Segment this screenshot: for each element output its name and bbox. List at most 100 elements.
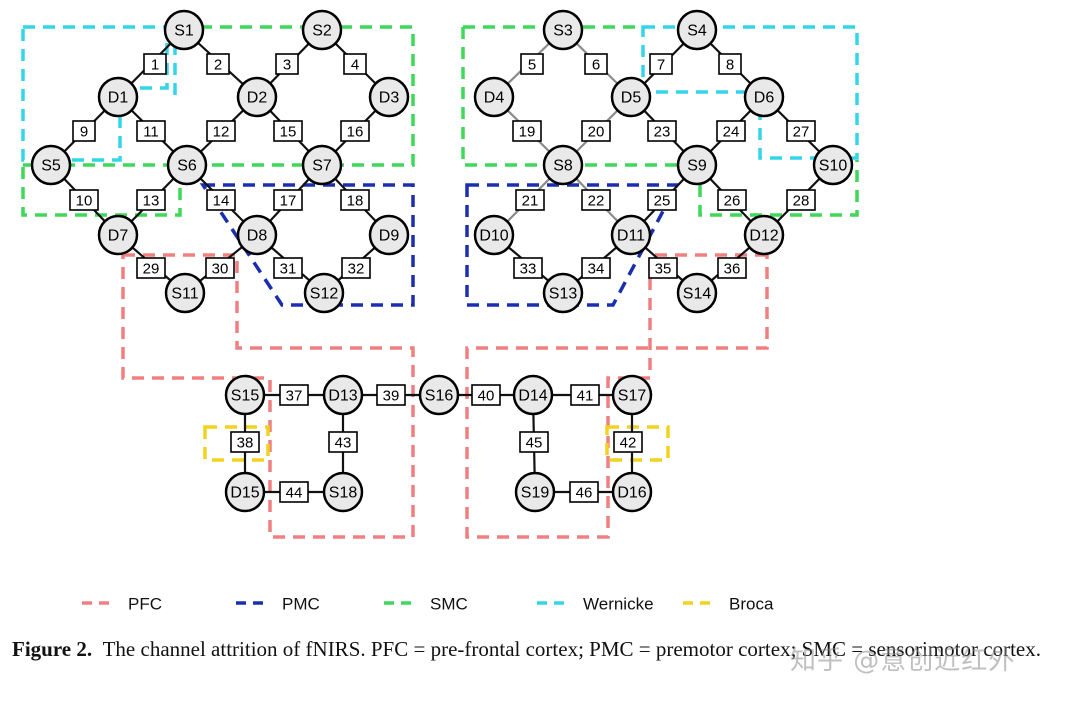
legend-item-wernicke: Wernicke	[537, 595, 654, 614]
channel-20: 20	[581, 120, 611, 142]
node-circle	[611, 471, 653, 513]
node-s6: S6	[166, 144, 208, 186]
node-d3: D3	[368, 76, 410, 118]
channel-42: 42	[613, 431, 643, 453]
node-circle	[676, 144, 718, 186]
node-label: S16	[425, 388, 454, 405]
node-label: S5	[41, 158, 61, 175]
node-circle	[812, 144, 854, 186]
channel-label: 46	[576, 485, 593, 502]
node-s3: S3	[542, 9, 584, 51]
node-s19: S19	[514, 471, 556, 513]
channel-box	[376, 384, 406, 406]
legend-label: PFC	[128, 595, 162, 614]
channel-label: 5	[528, 57, 536, 74]
channel-label: 14	[213, 193, 230, 210]
channel-27: 27	[786, 120, 816, 142]
node-circle	[542, 9, 584, 51]
channel-box	[515, 189, 545, 211]
channel-35: 35	[648, 257, 678, 279]
node-label: D5	[621, 90, 642, 107]
channel-box	[275, 53, 299, 75]
channel-box	[136, 257, 166, 279]
node-d9: D9	[368, 214, 410, 256]
channel-label: 3	[283, 57, 291, 74]
node-d2: D2	[236, 76, 278, 118]
channel-label: 23	[654, 124, 671, 141]
channel-box	[584, 53, 608, 75]
channel-label: 22	[588, 193, 605, 210]
node-label: S8	[553, 158, 573, 175]
node-label: D12	[749, 228, 778, 245]
node-label: S11	[171, 286, 198, 303]
channel-label: 26	[724, 193, 741, 210]
channel-1: 1	[143, 53, 167, 75]
node-circle	[224, 374, 266, 416]
watermark: 知乎 @意创近红外	[790, 646, 1016, 676]
region-smc-outline	[21, 163, 182, 217]
node-circle	[473, 214, 515, 256]
node-circle	[418, 374, 460, 416]
channel-16: 16	[340, 120, 370, 142]
channel-label: 27	[793, 124, 810, 141]
channel-box	[716, 120, 746, 142]
node-circle	[166, 144, 208, 186]
node-circle	[473, 76, 515, 118]
node-s15: S15	[224, 374, 266, 416]
channel-label: 18	[347, 193, 364, 210]
channel-label: 13	[143, 193, 160, 210]
channel-box	[273, 189, 303, 211]
channel-box	[786, 120, 816, 142]
channel-box	[717, 189, 747, 211]
channel-22: 22	[581, 189, 611, 211]
legend-item-pmc: PMC	[236, 595, 320, 614]
channel-box	[613, 431, 643, 453]
channel-25: 25	[647, 189, 677, 211]
node-d15: D15	[224, 471, 266, 513]
channel-label: 40	[478, 388, 495, 405]
node-circle	[542, 144, 584, 186]
node-circle	[301, 144, 343, 186]
node-label: D6	[754, 90, 775, 107]
channel-label: 28	[793, 193, 810, 210]
channel-39: 39	[376, 384, 406, 406]
node-s11: S11	[164, 272, 206, 314]
channel-8: 8	[718, 53, 742, 75]
channel-24: 24	[716, 120, 746, 142]
legend-label: Wernicke	[583, 595, 654, 614]
channel-label: 11	[143, 124, 159, 141]
channel-45: 45	[519, 431, 549, 453]
node-label: D2	[247, 90, 268, 107]
channel-label: 9	[80, 124, 88, 141]
node-s17: S17	[611, 374, 653, 416]
region-broca-outline	[605, 425, 670, 462]
node-label: S17	[618, 388, 647, 405]
channel-43: 43	[328, 431, 358, 453]
node-label: D4	[484, 90, 505, 107]
node-circle	[743, 214, 785, 256]
channel-label: 25	[654, 193, 671, 210]
node-label: D15	[230, 485, 259, 502]
node-d7: D7	[97, 214, 139, 256]
node-d4: D4	[473, 76, 515, 118]
node-label: D1	[108, 90, 129, 107]
channel-box	[471, 384, 501, 406]
node-circle	[610, 214, 652, 256]
node-label: D16	[617, 485, 646, 502]
node-d1: D1	[97, 76, 139, 118]
node-circle	[368, 76, 410, 118]
channel-label: 35	[655, 261, 672, 278]
node-circle	[368, 214, 410, 256]
channel-box	[581, 189, 611, 211]
node-circle	[743, 76, 785, 118]
legend-item-pfc: PFC	[82, 595, 162, 614]
channel-box	[69, 189, 99, 211]
channel-10: 10	[69, 189, 99, 211]
node-label: S10	[819, 158, 848, 175]
node-circle	[236, 76, 278, 118]
node-s14: S14	[676, 272, 718, 314]
node-circle	[301, 9, 343, 51]
channel-box	[206, 189, 236, 211]
channel-9: 9	[72, 120, 96, 142]
node-d16: D16	[611, 471, 653, 513]
